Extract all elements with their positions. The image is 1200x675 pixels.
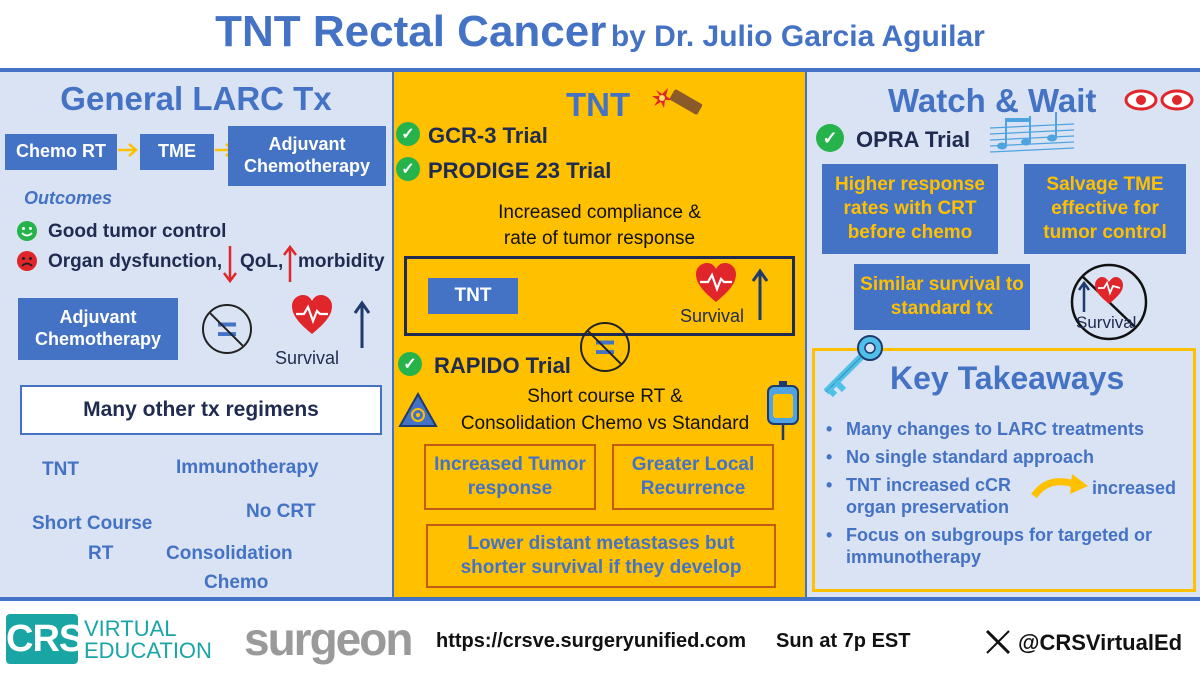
regimen-rt: RT — [88, 543, 114, 564]
tnt-box: TNT — [428, 278, 518, 314]
sad-red-icon — [16, 250, 38, 277]
rapido-description: Short course RT & Consolidation Chemo vs… — [440, 383, 770, 437]
trial-gcr3: GCR-3 Trial — [428, 123, 548, 148]
regimen-immunotherapy: Immunotherapy — [176, 457, 319, 478]
biohazard-icon — [398, 391, 438, 433]
footer-divider — [0, 597, 1200, 601]
check-icon: ✓ — [816, 124, 844, 152]
header-divider — [0, 68, 1200, 72]
no-survival-change-icon — [1062, 262, 1156, 342]
dynamite-icon — [648, 82, 704, 127]
arrow-up-icon — [750, 268, 770, 325]
surgeon-logo: surgeon — [244, 613, 413, 665]
footer-handle[interactable]: @CRSVirtualEd — [1018, 630, 1183, 655]
outcome-bad-prefix: Organ dysfunction, — [48, 251, 223, 272]
iv-bag-icon — [764, 380, 802, 447]
takeaway-item: No single standard approach — [820, 446, 1192, 468]
rapido-line2: Consolidation Chemo vs Standard — [460, 413, 750, 434]
not-equal-icon: = — [202, 304, 252, 354]
arrow-up-icon — [352, 300, 372, 353]
arrow-down-icon — [222, 246, 238, 289]
takeaway-tnt-ccr: TNT increased cCR — [846, 475, 1012, 495]
footer-url[interactable]: https://crsve.surgeryunified.com — [436, 630, 747, 652]
key-icon — [818, 332, 888, 403]
survival-label: Survival — [275, 348, 340, 368]
key-takeaways-box — [812, 348, 1196, 592]
flow-adjuvant-chemo: Adjuvant Chemotherapy — [228, 126, 386, 186]
many-regimens-box: Many other tx regimens — [20, 385, 382, 435]
takeaway-item: TNT increased cCR — [820, 474, 1192, 496]
box-increased-response: Increased Tumor response — [424, 444, 596, 510]
tnt-result-text: Increased compliance & rate of tumor res… — [392, 200, 807, 252]
outcome-bad-qol: QoL, — [240, 251, 284, 272]
takeaway-item: Focus on subgroups for targeted or immun… — [820, 524, 1192, 568]
survival-label: Survival — [1076, 313, 1137, 332]
box-salvage-tme: Salvage TME effective for tumor control — [1024, 164, 1186, 254]
key-takeaways-title: Key Takeaways — [890, 360, 1125, 396]
trial-prodige23: PRODIGE 23 Trial — [428, 158, 612, 183]
arrow-right-icon — [118, 140, 140, 165]
regimen-tnt: TNT — [42, 459, 79, 480]
page-title: TNT Rectal Cancer by Dr. Julio Garcia Ag… — [0, 0, 1200, 66]
outcomes-label: Outcomes — [24, 188, 113, 208]
general-larc-heading: General LARC Tx — [60, 80, 332, 117]
arrow-up-icon — [282, 244, 298, 287]
footer-time: Sun at 7p EST — [776, 630, 911, 652]
takeaway-item: Many changes to LARC treatments — [820, 418, 1192, 440]
regimen-short-course: Short Course — [32, 513, 153, 534]
trial-opra: OPRA Trial — [856, 127, 971, 152]
heart-pulse-icon — [694, 262, 738, 309]
smiley-green-icon — [16, 220, 38, 247]
adjuvant-chemo-box: Adjuvant Chemotherapy — [18, 298, 178, 360]
flow-tme: TME — [140, 134, 214, 170]
title-byline: by Dr. Julio Garcia Aguilar — [610, 20, 985, 53]
x-logo-icon — [984, 628, 1012, 661]
rapido-line1: Short course RT & — [527, 386, 683, 407]
crs-logo-text: VIRTUAL EDUCATION — [84, 618, 212, 662]
takeaway-item-continued: organ preservation — [820, 496, 1192, 518]
not-equal-icon: = — [580, 322, 630, 372]
crs-logo: CRS — [6, 614, 84, 664]
regimen-no-crt: No CRT — [246, 501, 316, 522]
crs-logo-line1: VIRTUAL — [84, 616, 177, 641]
outcome-bad-morbidity: morbidity — [298, 251, 385, 272]
eyes-icon — [1124, 86, 1196, 119]
check-icon: ✓ — [396, 122, 420, 146]
takeaway-organ-preservation: organ preservation — [846, 497, 1010, 517]
flow-chemo-rt: Chemo RT — [5, 134, 117, 170]
watch-wait-heading: Watch & Wait — [888, 82, 1097, 119]
title-main: TNT Rectal Cancer — [215, 7, 607, 56]
tnt-result-line1: Increased compliance & — [498, 202, 701, 223]
survival-label: Survival — [680, 306, 745, 326]
outcome-good: Good tumor control — [48, 221, 227, 242]
tnt-result-line2: rate of tumor response — [503, 228, 696, 249]
music-notes-icon — [989, 108, 1075, 161]
check-icon: ✓ — [398, 352, 422, 376]
tnt-heading: TNT — [566, 86, 631, 123]
box-higher-response: Higher response rates with CRT before ch… — [822, 164, 998, 254]
regimen-consolidation: Consolidation — [166, 543, 293, 564]
curved-arrow-icon — [1030, 472, 1090, 505]
regimen-chemo: Chemo — [204, 572, 269, 593]
crs-logo-line2: EDUCATION — [84, 638, 212, 663]
check-icon: ✓ — [396, 157, 420, 181]
box-similar-survival: Similar survival to standard tx — [854, 264, 1030, 330]
box-local-recurrence: Greater Local Recurrence — [612, 444, 774, 510]
takeaway-increased: increased — [1092, 478, 1177, 498]
trial-rapido: RAPIDO Trial — [434, 353, 571, 378]
box-distant-metastases: Lower distant metastases but shorter sur… — [426, 524, 776, 588]
watch-wait-panel — [807, 72, 1200, 597]
heart-pulse-icon — [290, 294, 334, 341]
key-takeaways-list: Many changes to LARC treatments No singl… — [820, 418, 1192, 574]
